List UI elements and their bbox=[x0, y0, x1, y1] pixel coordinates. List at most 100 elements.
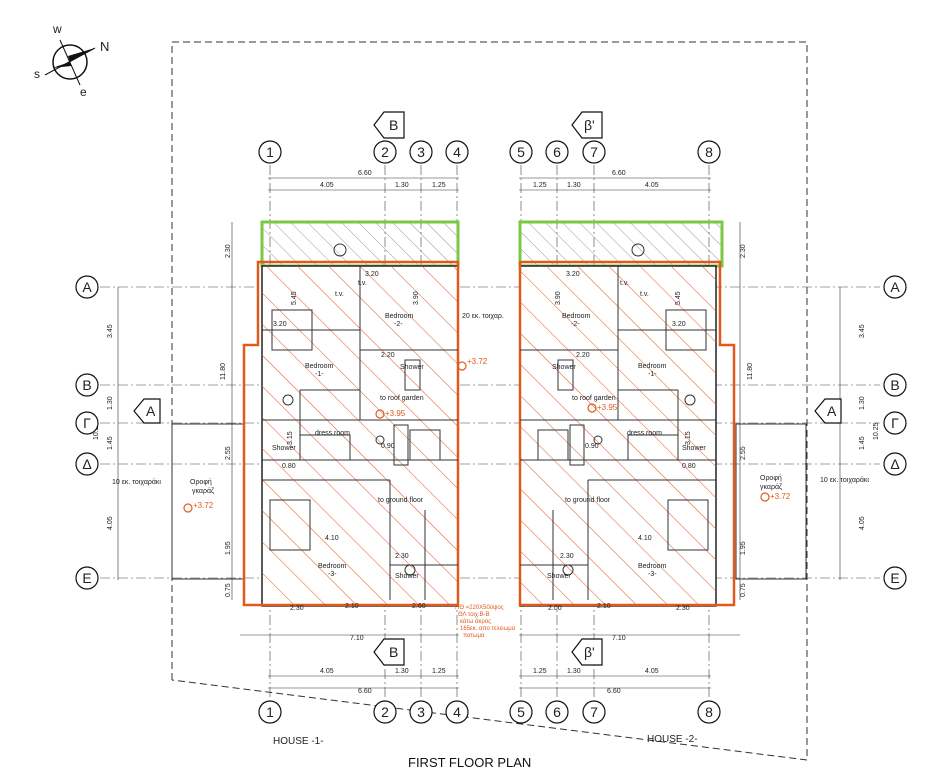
grid-col-7-top: 7 bbox=[590, 144, 598, 160]
section-bp-top: β' bbox=[584, 117, 595, 133]
dim-left-145: 1.45 bbox=[107, 436, 114, 450]
h2-tv-a: t.v. bbox=[620, 280, 629, 287]
h1-tv-b: t.v. bbox=[358, 280, 367, 287]
grid-row-g-left: Γ bbox=[83, 415, 91, 431]
garage-roof-right bbox=[735, 423, 807, 580]
h2-tv-b: t.v. bbox=[640, 291, 649, 298]
h1-bedroom3-label: Bedroom bbox=[318, 563, 347, 570]
section-b-bottom: B bbox=[389, 644, 398, 660]
garage-roof-left-2: γκαράζ bbox=[192, 487, 214, 495]
grid-row-d-left: Δ bbox=[82, 456, 91, 472]
svg-text:165εκ. απο τελειωμα: 165εκ. απο τελειωμα bbox=[460, 626, 516, 632]
h1-dress-room: dress room bbox=[315, 430, 350, 437]
dim-bot-h2-210: 2.10 bbox=[597, 603, 611, 610]
dim-bot-h1-660: 6.60 bbox=[358, 688, 372, 695]
dim-left-1180: 11.80 bbox=[220, 363, 227, 380]
grid-row-d-right: Δ bbox=[890, 456, 899, 472]
grid-row-b-left: B bbox=[82, 377, 91, 393]
dimension-lines bbox=[117, 177, 841, 689]
h2-dim-230: 2.30 bbox=[560, 553, 574, 560]
grid-row-e-left: E bbox=[82, 570, 91, 586]
svg-text:κάτω άκρος: κάτω άκρος bbox=[460, 618, 491, 625]
level-garage-right: +3.72 bbox=[770, 492, 791, 501]
dim-right-405: 4.05 bbox=[859, 516, 866, 530]
compass-s: s bbox=[34, 67, 40, 81]
grid-col-7-bottom: 7 bbox=[590, 704, 598, 720]
h2-dress-room: dress room bbox=[627, 430, 662, 437]
h1-bedroom1-label: Bedroom bbox=[305, 363, 334, 370]
grid-col-4-bottom: 4 bbox=[453, 704, 461, 720]
h2-bedroom3-label: Bedroom bbox=[638, 563, 667, 570]
h1-to-roof-garden: to roof garden bbox=[380, 395, 424, 402]
dim-h1-545: 5.45 bbox=[291, 291, 298, 305]
dim-left-1025: 10.25 bbox=[93, 422, 100, 440]
house-2-label: HOUSE -2- bbox=[647, 734, 698, 745]
grid-col-3-bottom: 3 bbox=[417, 704, 425, 720]
dim-bot-h2-405: 4.05 bbox=[645, 668, 659, 675]
dim-bot-h2-230: 2.30 bbox=[676, 605, 690, 612]
section-a-right: A bbox=[827, 403, 837, 419]
grid-row-a-right: A bbox=[890, 279, 900, 295]
h2-shower-c: Shower bbox=[552, 364, 576, 371]
h1-bedroom1-num: -1- bbox=[315, 371, 324, 378]
grid-row-g-right: Γ bbox=[891, 415, 899, 431]
grid-col-5-bottom: 5 bbox=[517, 704, 525, 720]
dim-top-h2-660: 6.60 bbox=[612, 170, 626, 177]
dim-top-h1-125: 1.25 bbox=[432, 182, 446, 189]
h2-dim-320b: 3.20 bbox=[672, 321, 686, 328]
h2-bedroom1-num: -1- bbox=[648, 371, 657, 378]
dim-right-255: 2.55 bbox=[740, 446, 747, 460]
garage-roof-right-2: γκαράζ bbox=[760, 483, 782, 491]
section-markers bbox=[133, 111, 842, 666]
grid-col-2-top: 2 bbox=[381, 144, 389, 160]
dim-bot-h2-125: 1.25 bbox=[533, 668, 547, 675]
wall-label-right: 10 εκ. τοιχαράκι bbox=[820, 476, 869, 484]
dim-right-345: 3.45 bbox=[859, 324, 866, 338]
dim-bot-h1-405: 4.05 bbox=[320, 668, 334, 675]
dim-top-h1-660: 6.60 bbox=[358, 170, 372, 177]
dim-bot-h2-130: 1.30 bbox=[567, 668, 581, 675]
grid-col-8-top: 8 bbox=[705, 144, 713, 160]
h1-tv-a: t.v. bbox=[335, 291, 344, 298]
h1-dim-220: 2.20 bbox=[381, 352, 395, 359]
h1-shower-a: Shower bbox=[272, 445, 296, 452]
house-2-plan: Bedroom -1- Bedroom -2- Bedroom -3- dres… bbox=[518, 220, 736, 607]
h1-bedroom3-num: -3- bbox=[328, 571, 337, 578]
grid-col-1-top: 1 bbox=[266, 144, 274, 160]
svg-text:ΘΛ τοιχ.Β-Β: ΘΛ τοιχ.Β-Β bbox=[458, 612, 490, 618]
dim-right-1180: 11.80 bbox=[747, 363, 754, 380]
house-1-label: HOUSE -1- bbox=[273, 736, 324, 747]
dim-right-195: 1.95 bbox=[740, 541, 747, 555]
dim-left-130: 1.30 bbox=[107, 396, 114, 410]
dim-left-405: 4.05 bbox=[107, 516, 114, 530]
plot-boundary bbox=[171, 41, 808, 761]
compass-icon: N s w e bbox=[34, 22, 109, 99]
dim-left-255: 2.55 bbox=[225, 446, 232, 460]
house-1-plan: Bedroom -1- Bedroom -2- Bedroom -3- dres… bbox=[242, 220, 460, 607]
dim-top-h1-130: 1.30 bbox=[395, 182, 409, 189]
h1-bedroom2-label: Bedroom bbox=[385, 313, 414, 320]
h2-bedroom3-num: -3- bbox=[648, 571, 657, 578]
level-h1-landing: +3.95 bbox=[385, 409, 406, 418]
dim-right-075: 0.75 bbox=[740, 583, 747, 597]
dim-top-h1-405: 4.05 bbox=[320, 182, 334, 189]
h2-to-ground-floor: to ground floor bbox=[565, 497, 611, 504]
window-note: ΠΘ =220Χ50ύψος ΘΛ τοιχ.Β-Β κάτω άκρος 16… bbox=[455, 605, 516, 639]
dim-bot-h2-660: 6.60 bbox=[607, 688, 621, 695]
level-h2-landing: +3.95 bbox=[597, 403, 618, 412]
h1-shower-c: Shower bbox=[400, 364, 424, 371]
h1-bedroom2-num: -2- bbox=[394, 321, 403, 328]
grid-lines bbox=[100, 165, 880, 700]
h1-dim-410: 4.10 bbox=[325, 535, 339, 542]
h1-dim-090: 0.90 bbox=[381, 443, 395, 450]
grid-row-b-right: B bbox=[890, 377, 899, 393]
compass-e: e bbox=[80, 85, 87, 99]
dim-bot-h1-230: 2.30 bbox=[290, 605, 304, 612]
dim-bot-h1-125: 1.25 bbox=[432, 668, 446, 675]
grid-bubbles bbox=[75, 140, 907, 724]
h1-dim-230: 2.30 bbox=[395, 553, 409, 560]
dim-left-195: 1.95 bbox=[225, 541, 232, 555]
dim-top-h2-405: 4.05 bbox=[645, 182, 659, 189]
h1-dim-320: 3.20 bbox=[365, 271, 379, 278]
dim-right-130: 1.30 bbox=[859, 396, 866, 410]
